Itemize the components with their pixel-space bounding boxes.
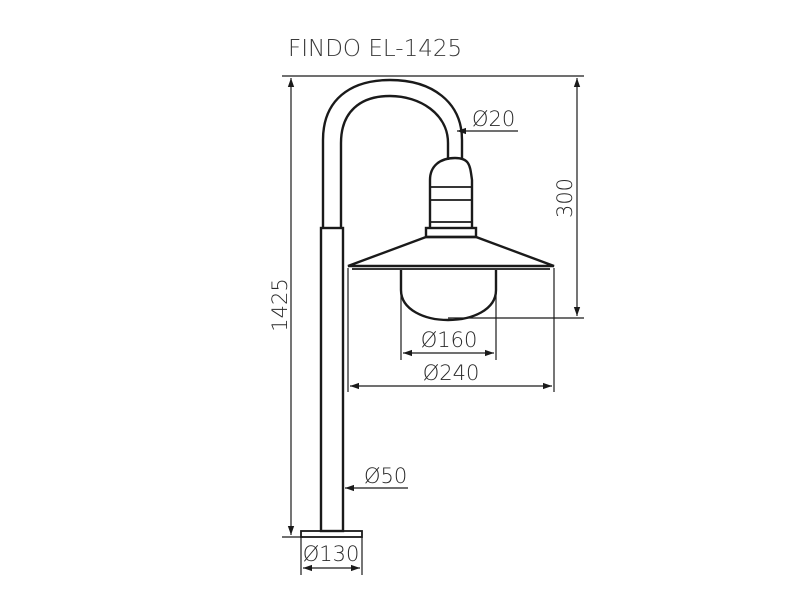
shade-diameter-label: Ø240: [423, 361, 480, 385]
total-height-label: 1425: [268, 278, 292, 331]
globe: [399, 270, 498, 322]
lamp-outline: [300, 78, 555, 538]
lamp-holder: [428, 156, 474, 228]
globe-diameter-label: Ø160: [421, 328, 478, 352]
drawing-title: FINDO EL-1425: [288, 36, 462, 62]
dimension-lines: [282, 75, 584, 575]
curved-arm: [321, 78, 464, 228]
base-diameter-label: Ø130: [303, 542, 360, 566]
pole-diameter-label: Ø50: [364, 464, 407, 488]
pole: [319, 226, 345, 533]
shade: [347, 235, 555, 268]
arm-height-label: 300: [553, 178, 577, 218]
arm-diameter-label: Ø20: [472, 107, 515, 131]
